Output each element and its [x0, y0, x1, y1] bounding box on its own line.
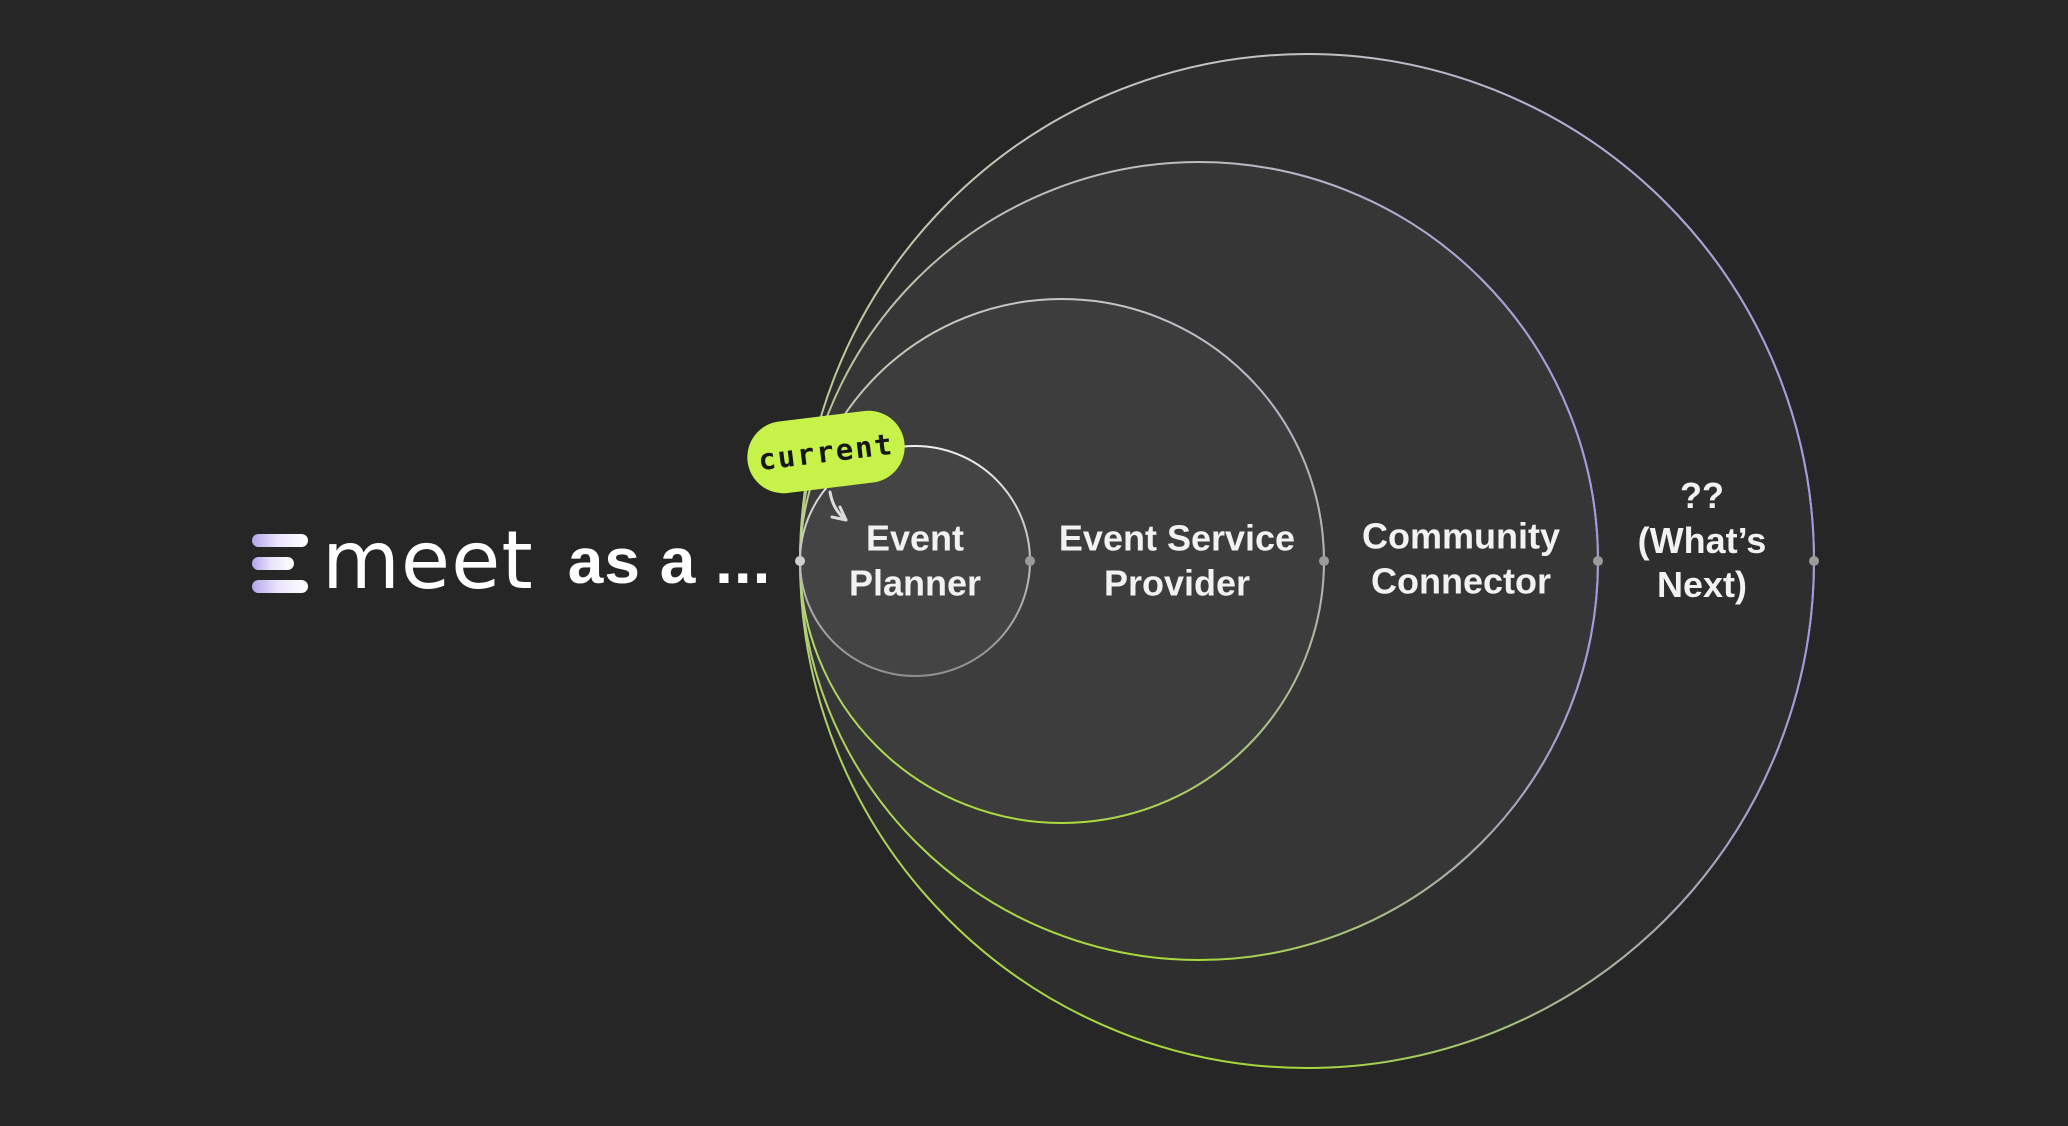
label-event-service-provider: Event Service Provider: [1059, 516, 1295, 605]
axis-dots: [795, 556, 1819, 566]
current-badge-label: current: [756, 426, 896, 478]
axis-dot: [1809, 556, 1819, 566]
label-line: Event: [865, 517, 965, 559]
tagline-text: as a ...: [567, 525, 772, 597]
label-line: Event Service: [1058, 517, 1296, 559]
logo-bar: [252, 533, 308, 547]
logo-bar: [252, 579, 308, 593]
label-line: ??: [1680, 475, 1724, 517]
label-whats-next: ?? (What’s Next): [1638, 474, 1767, 608]
axis-dot: [795, 556, 805, 566]
label-line: Provider: [1103, 562, 1251, 603]
axis-dot: [1319, 556, 1329, 566]
label-line: Next): [1656, 564, 1748, 606]
axis-dot: [1593, 556, 1603, 566]
axis-dot: [1025, 556, 1035, 566]
label-community-connector: Community Connector: [1362, 514, 1560, 603]
logo-bar: [252, 556, 294, 570]
triple-bar-logo-icon: [252, 533, 308, 593]
brand-name: meet: [322, 514, 534, 607]
label-line: Planner: [848, 562, 982, 603]
rings-group: [799, 53, 1815, 1069]
label-event-planner: Event Planner: [849, 516, 981, 605]
label-line: (What’s: [1637, 519, 1767, 561]
logo: meet as a ...: [252, 500, 771, 622]
label-line: Community: [1362, 515, 1560, 557]
current-arrow-icon: [828, 490, 848, 522]
label-line: Connector: [1371, 560, 1551, 601]
